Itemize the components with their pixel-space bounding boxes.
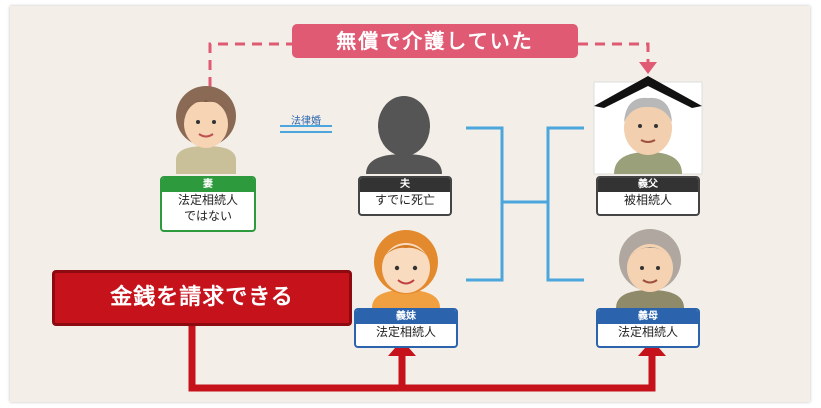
father-in-law-label-box: 義父 被相続人 (596, 176, 700, 216)
claim-banner: 金銭を請求できる (52, 270, 352, 326)
claim-arrow-head-sister (388, 340, 416, 356)
husband-status: すでに死亡 (374, 193, 436, 207)
claim-arrow-head-mother (638, 340, 666, 356)
sister-in-law-label-box: 義妹 法定相続人 (354, 308, 458, 348)
father-in-law-tag: 義父 (598, 178, 698, 192)
wife-status-line1: 法定相続人 (177, 193, 238, 207)
mother-in-law-status: 法定相続人 (617, 325, 678, 339)
sister-in-law-status: 法定相続人 (375, 325, 436, 339)
husband-label-box: 夫 すでに死亡 (358, 176, 452, 216)
care-dashed-line-right (578, 42, 650, 64)
sister-in-law-tag: 義妹 (356, 310, 456, 324)
wife-label-box: 妻 法定相続人 ではない (160, 176, 256, 232)
mother-in-law-label-box: 義母 法定相続人 (596, 308, 700, 348)
diagram-canvas: 無償で介護していた 法律婚 妻 法定相続人 ではない 夫 すでに死亡 義父 被相… (10, 6, 810, 402)
wife-tag: 妻 (162, 178, 254, 192)
parents-bracket (546, 126, 584, 282)
husband-tag: 夫 (360, 178, 450, 192)
care-arrow-head (639, 62, 657, 74)
children-bracket (466, 126, 504, 282)
father-in-law-status: 被相続人 (623, 193, 672, 207)
relationship-diagram (176, 42, 703, 392)
mother-in-law-tag: 義母 (598, 310, 698, 324)
sister-in-law-avatar (372, 230, 440, 308)
husband-silhouette (366, 96, 442, 174)
marriage-label: 法律婚 (291, 116, 321, 127)
mother-in-law-avatar (616, 229, 684, 308)
father-in-law-avatar (593, 76, 703, 175)
care-dashed-line-left (208, 42, 292, 104)
claim-arrow-path (188, 326, 656, 392)
care-banner: 無償で介護していた (292, 24, 578, 58)
wife-avatar (176, 86, 236, 174)
wife-status-line2: ではない (183, 209, 232, 223)
